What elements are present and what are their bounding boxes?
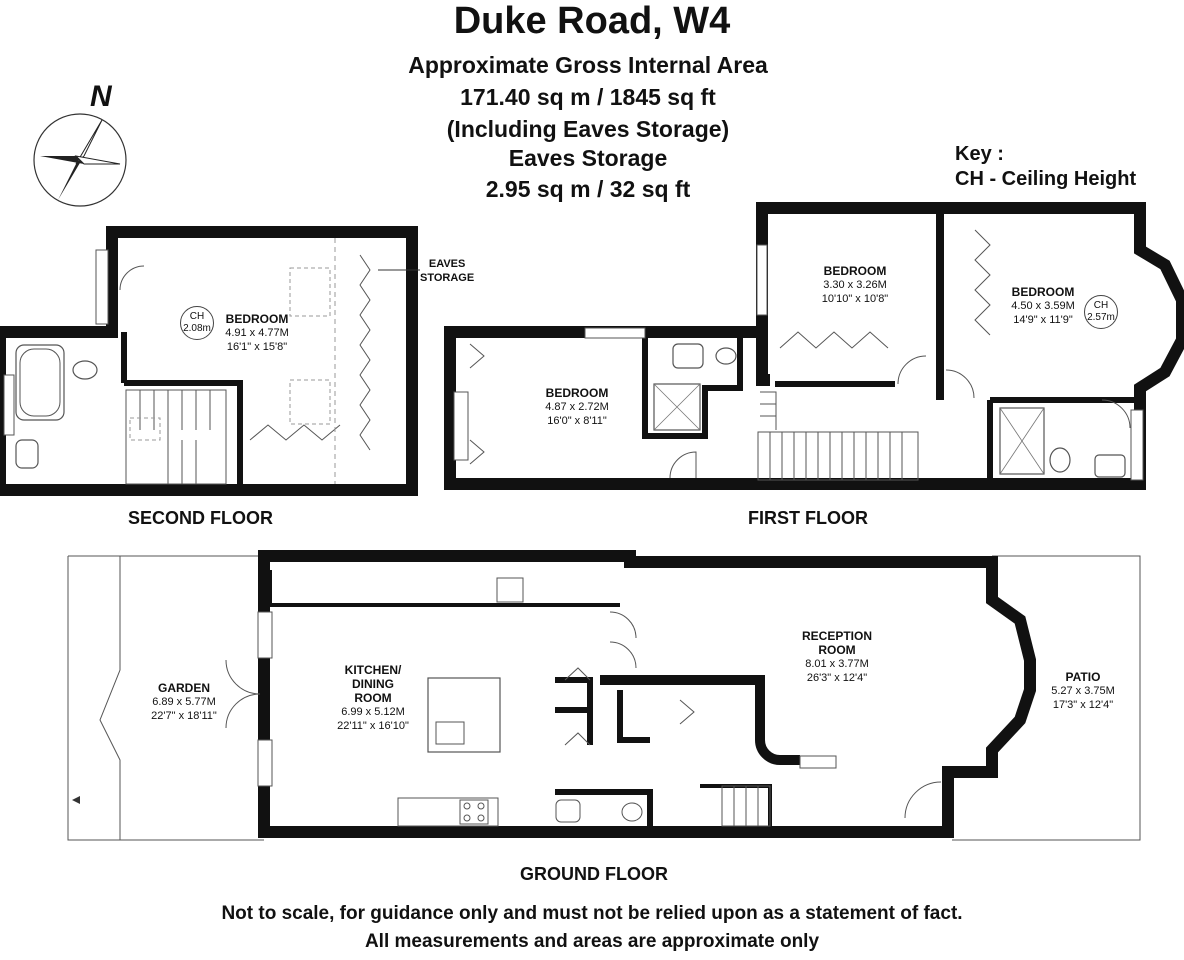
page-title: Duke Road, W4 [453,0,731,42]
ceiling-height-badge-first: CH 2.57m [1084,295,1118,329]
second-floor-bedroom-label: BEDROOM 4.91 x 4.77M 16'1" x 15'8" [225,312,289,353]
second-floor-label: SECOND FLOOR [128,508,274,528]
eaves-heading: Eaves Storage [508,145,668,171]
first-floor-bedroom-left-label: BEDROOM 4.87 x 2.72M 16'0" x 8'11" [545,386,609,427]
first-floor-bedroom-mid-label: BEDROOM 3.30 x 3.26M 10'10" x 10'8" [821,264,889,305]
area-heading: Approximate Gross Internal Area [408,52,768,78]
key-title: Key : [955,143,1004,165]
second-floor-plan [0,226,420,496]
reception-room-label: RECEPTION ROOM 8.01 x 3.77M 26'3" x 12'4… [801,629,872,684]
first-floor-label: FIRST FLOOR [748,508,868,528]
first-floor-bedroom-right-label: BEDROOM 4.50 x 3.59M 14'9" x 11'9" [1011,285,1075,326]
area-total: 171.40 sq m / 1845 sq ft [460,84,716,110]
key-text: CH - Ceiling Height [955,168,1137,190]
ground-floor-plan [67,550,1141,841]
patio-label: PATIO 5.27 x 3.75M 17'3" x 12'4" [1051,670,1115,711]
eaves-total: 2.95 sq m / 32 sq ft [485,176,691,202]
eaves-storage-label: EAVES STORAGE [420,258,475,284]
ceiling-height-badge-second: CH 2.08m [180,306,214,340]
disclaimer-line-2: All measurements and areas are approxima… [364,931,820,952]
area-note: (Including Eaves Storage) [446,116,730,142]
north-label: N [90,80,112,113]
ground-floor-label: GROUND FLOOR [520,864,668,884]
first-floor-plan [444,202,1184,490]
kitchen-dining-label: KITCHEN/ DINING ROOM 6.99 x 5.12M 22'11"… [337,663,409,732]
compass-rose-icon [33,113,127,207]
disclaimer-line-1: Not to scale, for guidance only and must… [221,903,963,924]
garden-label: GARDEN 6.89 x 5.77M 22'7" x 18'11" [151,681,217,722]
